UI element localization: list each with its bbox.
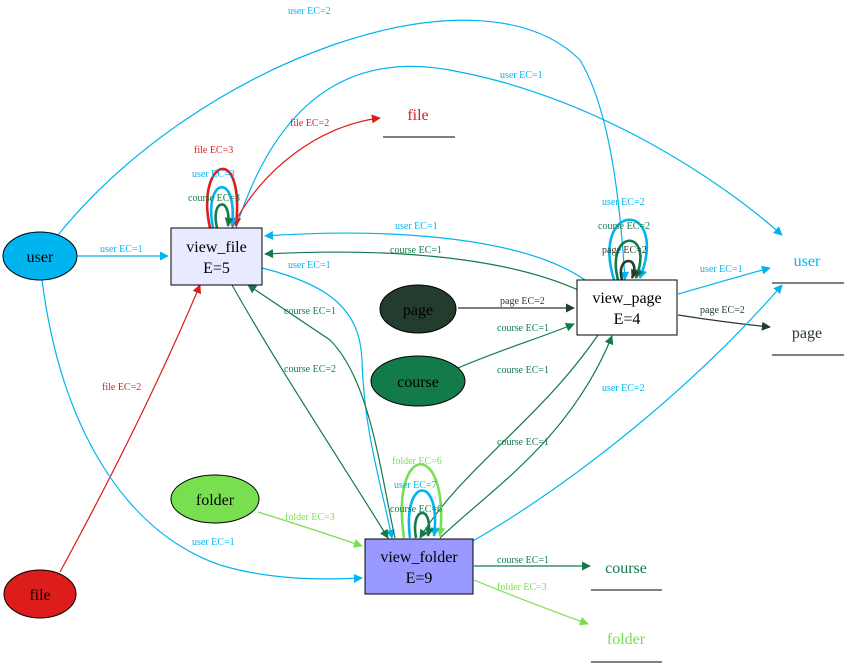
edge-label: file EC=3 bbox=[194, 145, 233, 156]
edge-user-to-view-folder bbox=[41, 279, 363, 583]
node-label: file bbox=[407, 107, 428, 124]
edges: user EC=2 user EC=1 file EC=2 file EC=3 … bbox=[41, 6, 783, 626]
edge-view-page-to-view-file-user bbox=[264, 230, 586, 281]
node-label: page bbox=[403, 302, 433, 319]
node-label: folder bbox=[196, 492, 235, 509]
node-view-folder[interactable]: view_folder E=9 bbox=[364, 538, 474, 595]
node-view-file[interactable]: view_file E=5 bbox=[170, 227, 263, 286]
node-folder-source[interactable]: folder bbox=[170, 474, 260, 524]
node-energy: E=4 bbox=[614, 311, 641, 328]
edge-label: page EC=2 bbox=[500, 296, 545, 307]
node-label: user bbox=[794, 253, 821, 270]
node-label: course bbox=[605, 560, 647, 577]
node-name: view_page bbox=[592, 290, 661, 307]
edge-label: user EC=1 bbox=[100, 244, 143, 255]
edge-view-folder-to-view-page-course bbox=[439, 335, 614, 539]
edge-label: course EC=1 bbox=[497, 323, 549, 334]
node-page-source[interactable]: page bbox=[379, 284, 457, 334]
edge-view-file-loop-user bbox=[210, 185, 238, 229]
edge-label: course EC=3 bbox=[188, 193, 240, 204]
node-label: user bbox=[27, 249, 54, 266]
edge-view-page-to-view-folder-course bbox=[419, 334, 599, 539]
edge-view-file-loop-file bbox=[205, 167, 242, 229]
edge-label: user EC=3 bbox=[192, 169, 235, 180]
nodes: user file page course folder view_file E… bbox=[2, 107, 844, 663]
edge-label: folder EC=3 bbox=[497, 582, 547, 593]
edge-view-file-loop-course bbox=[214, 203, 234, 229]
node-course-source[interactable]: course bbox=[370, 355, 466, 407]
edge-label: file EC=2 bbox=[102, 382, 141, 393]
edge-label: user EC=1 bbox=[700, 264, 743, 275]
edge-view-folder-to-view-file-course bbox=[247, 284, 396, 539]
edge-label: course EC=2 bbox=[284, 364, 336, 375]
node-file-output[interactable]: file bbox=[383, 107, 455, 138]
edge-view-file-to-file-out bbox=[231, 114, 381, 229]
edge-label: course EC=1 bbox=[497, 555, 549, 566]
edge-folder-to-view-folder bbox=[257, 511, 363, 548]
node-name: view_file bbox=[186, 239, 246, 256]
edge-label: user EC=7 bbox=[394, 480, 437, 491]
edge-view-folder-loop-course bbox=[413, 511, 434, 539]
edge-view-file-to-user-out bbox=[235, 65, 783, 236]
node-user-source[interactable]: user bbox=[2, 231, 78, 281]
node-user-output[interactable]: user bbox=[772, 253, 844, 284]
edge-view-page-loop-user bbox=[608, 218, 648, 281]
node-folder-output[interactable]: folder bbox=[591, 631, 662, 663]
edge-user-to-view-page bbox=[57, 19, 629, 281]
node-name: view_folder bbox=[380, 549, 458, 566]
edge-label: user EC=1 bbox=[500, 70, 543, 81]
edge-label: folder EC=6 bbox=[392, 456, 442, 467]
node-energy: E=9 bbox=[406, 570, 433, 587]
edge-file-to-view-file bbox=[59, 284, 202, 573]
node-label: page bbox=[792, 325, 822, 342]
edge-label: course EC=6 bbox=[390, 504, 442, 515]
node-course-output[interactable]: course bbox=[591, 560, 662, 591]
node-view-page[interactable]: view_page E=4 bbox=[576, 279, 678, 336]
node-label: course bbox=[397, 374, 439, 391]
edge-label: page EC=2 bbox=[700, 305, 745, 316]
edge-view-page-to-view-file-course bbox=[264, 249, 579, 291]
node-label: folder bbox=[607, 631, 646, 648]
edge-view-page-loop-page bbox=[619, 259, 640, 281]
node-energy: E=5 bbox=[203, 260, 230, 277]
edge-label: user EC=1 bbox=[288, 260, 331, 271]
edge-view-page-to-page-out bbox=[677, 314, 771, 331]
edge-view-folder-to-user-out bbox=[465, 284, 783, 546]
edge-view-folder-to-folder-out bbox=[473, 579, 589, 626]
edge-label: file EC=2 bbox=[290, 118, 329, 129]
edge-label: course EC=2 bbox=[598, 221, 650, 232]
edge-label: user EC=2 bbox=[602, 197, 645, 208]
node-file-source[interactable]: file bbox=[3, 569, 77, 619]
node-page-output[interactable]: page bbox=[772, 325, 844, 356]
edge-label: page EC=2 bbox=[602, 245, 647, 256]
edge-view-page-loop-course bbox=[614, 239, 644, 281]
edge-label: course EC=1 bbox=[497, 365, 549, 376]
edge-view-file-to-view-folder-course bbox=[231, 284, 389, 539]
edge-label: course EC=1 bbox=[284, 306, 336, 317]
node-label: file bbox=[29, 587, 50, 604]
edge-label: course EC=1 bbox=[390, 245, 442, 256]
edge-view-file-to-view-folder-user bbox=[261, 267, 395, 539]
edge-label: user EC=1 bbox=[192, 537, 235, 548]
edge-view-folder-loop-user bbox=[407, 489, 440, 539]
edge-label: user EC=2 bbox=[288, 6, 331, 17]
edge-label: folder EC=3 bbox=[285, 512, 335, 523]
edge-view-page-to-user-out bbox=[677, 265, 771, 295]
edge-label: course EC=1 bbox=[497, 437, 549, 448]
edge-view-folder-loop-folder bbox=[400, 462, 446, 539]
edge-label: user EC=1 bbox=[395, 221, 438, 232]
edge-course-to-view-page bbox=[457, 322, 575, 369]
edge-label: user EC=2 bbox=[602, 383, 645, 394]
